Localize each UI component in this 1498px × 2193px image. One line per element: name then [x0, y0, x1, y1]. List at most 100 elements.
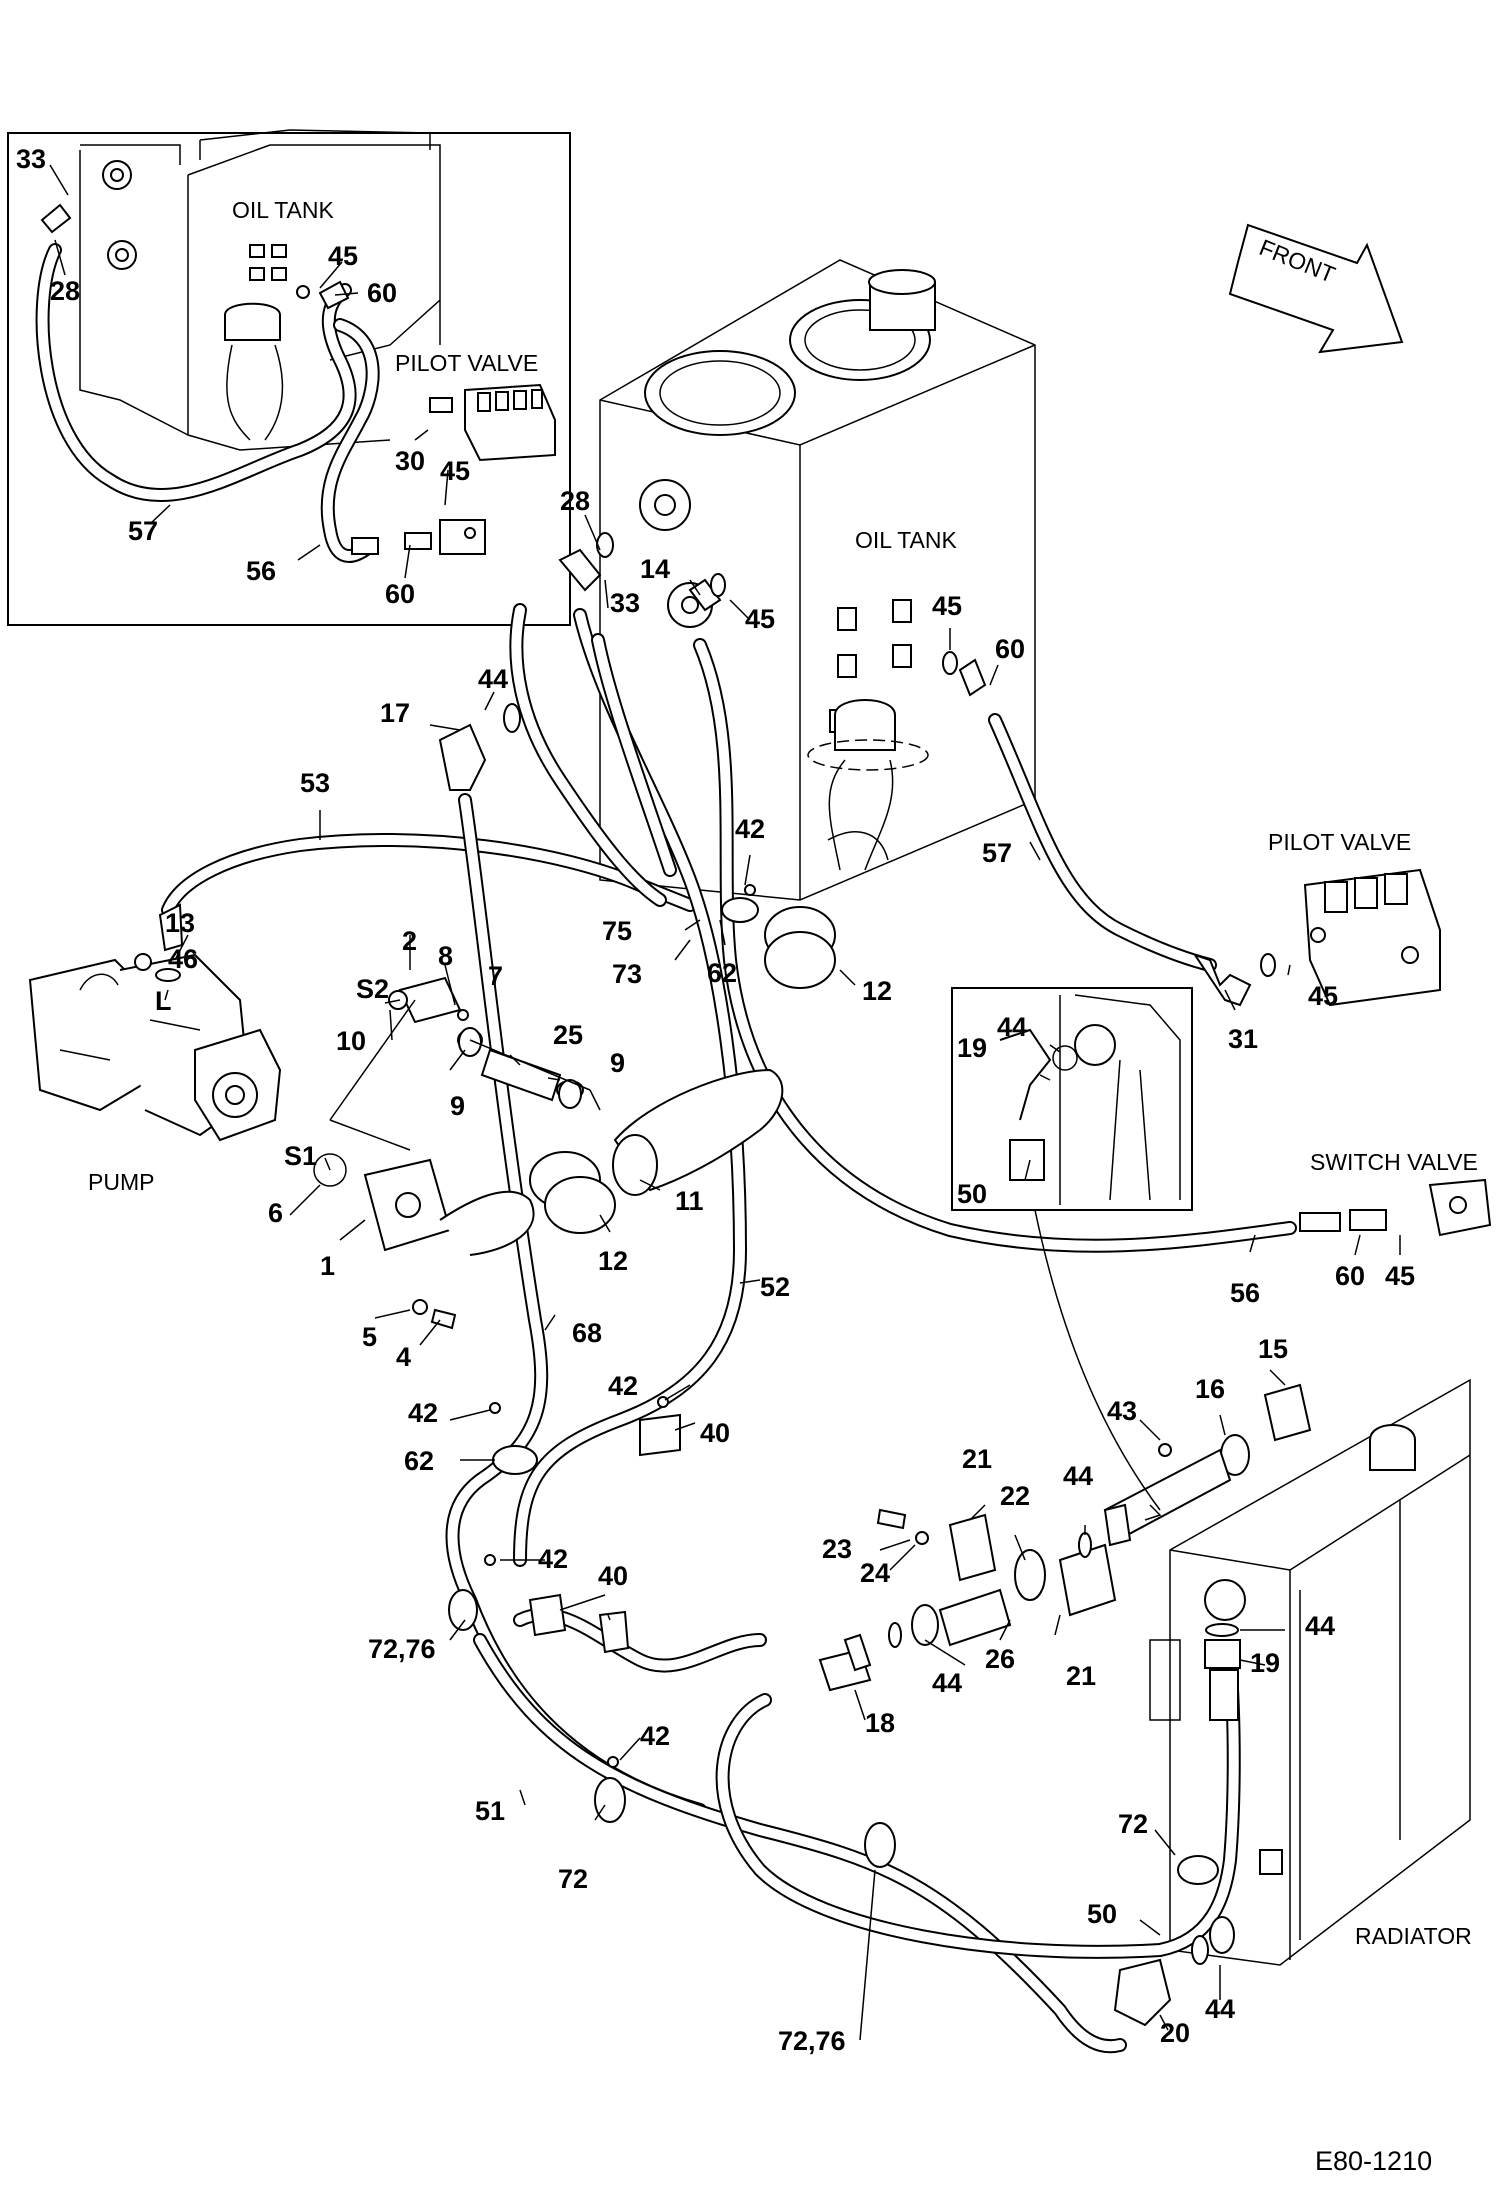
- callout: 60: [1335, 1261, 1365, 1291]
- callout: 42: [608, 1371, 638, 1401]
- caption-pilot-valve: PILOT VALVE: [1268, 829, 1411, 855]
- callout: 11: [675, 1186, 704, 1216]
- callout: S1: [284, 1141, 317, 1171]
- hoses: [161, 603, 1297, 2054]
- callout: 19: [957, 1033, 987, 1063]
- callout: 14: [640, 554, 670, 584]
- callout: 18: [865, 1708, 895, 1738]
- front-direction-arrow: FRONT: [1228, 223, 1404, 354]
- switch-valve-drawing: [1299, 1178, 1492, 1237]
- caption-pump: PUMP: [88, 1169, 154, 1195]
- callout: 16: [1195, 1374, 1225, 1404]
- caption-pilot-valve-inset: PILOT VALVE: [395, 350, 538, 376]
- callout: 6: [268, 1198, 283, 1228]
- callout: 42: [735, 814, 765, 844]
- callout: L: [155, 986, 172, 1016]
- callout: 9: [450, 1091, 465, 1121]
- callout: 72: [1118, 1809, 1148, 1839]
- callout: 60: [367, 278, 397, 308]
- callout: 72,76: [778, 2026, 846, 2056]
- callout: 19: [1250, 1648, 1280, 1678]
- callout: 45: [328, 241, 358, 271]
- callout: 53: [300, 768, 330, 798]
- caption-switch-valve: SWITCH VALVE: [1310, 1149, 1478, 1175]
- callout: 12: [862, 976, 892, 1006]
- fittings: [155, 532, 1312, 2027]
- callout: 21: [1066, 1661, 1096, 1691]
- callout: 22: [1000, 1481, 1030, 1511]
- callout: 25: [553, 1020, 583, 1050]
- callout: 21: [962, 1444, 992, 1474]
- callout: 57: [128, 516, 158, 546]
- callout: 60: [385, 579, 415, 609]
- callout: 33: [610, 588, 640, 618]
- callout: 72,76: [368, 1634, 436, 1664]
- callout: 26: [985, 1644, 1015, 1674]
- callout: 24: [860, 1558, 890, 1588]
- callout: 56: [1230, 1278, 1260, 1308]
- callout: 44: [997, 1012, 1027, 1042]
- callout: 10: [336, 1026, 366, 1056]
- callout: 50: [1087, 1899, 1117, 1929]
- callout: 45: [745, 604, 775, 634]
- inset-oil-tank-pilot-valve: [7, 129, 571, 626]
- callout: 42: [640, 1721, 670, 1751]
- callout: 62: [707, 958, 737, 988]
- callout: 45: [932, 591, 962, 621]
- drawing-code: E80-1210: [1315, 2146, 1432, 2176]
- caption-oil-tank-inset: OIL TANK: [232, 197, 334, 223]
- callout: 28: [50, 276, 80, 306]
- callout: 31: [1228, 1024, 1258, 1054]
- callout: 44: [478, 664, 508, 694]
- leader-lines: [49, 164, 1401, 2041]
- pilot-valve-drawing: [1303, 868, 1441, 1007]
- inset-fitting-19-50: [951, 987, 1193, 1211]
- callout: 72: [558, 1864, 588, 1894]
- callout: 42: [538, 1544, 568, 1574]
- callout: 68: [572, 1318, 602, 1348]
- callout: 56: [246, 556, 276, 586]
- callout: 50: [957, 1179, 987, 1209]
- callout: 52: [760, 1272, 790, 1302]
- callout: 43: [1107, 1396, 1137, 1426]
- callout: 44: [1305, 1611, 1335, 1641]
- callout: 30: [395, 446, 425, 476]
- callout: 9: [610, 1048, 625, 1078]
- callout: 44: [932, 1668, 962, 1698]
- callout-labels: 33 28 45 60 30 45 57 56 60 28 14 33 45 4…: [16, 144, 1415, 2056]
- callout: 13: [165, 908, 195, 938]
- caption-oil-tank: OIL TANK: [855, 527, 957, 553]
- callout: 57: [982, 838, 1012, 868]
- caption-radiator: RADIATOR: [1355, 1923, 1472, 1949]
- pump-drawing: [28, 953, 282, 1142]
- callout: 42: [408, 1398, 438, 1428]
- callout: 44: [1063, 1461, 1093, 1491]
- callout: 60: [995, 634, 1025, 664]
- callout: 40: [700, 1418, 730, 1448]
- callout: 46: [168, 944, 198, 974]
- callout: 15: [1258, 1334, 1288, 1364]
- callout: S2: [356, 974, 389, 1004]
- callout: 2: [402, 926, 417, 956]
- callout: 45: [440, 456, 470, 486]
- callout: 7: [488, 961, 503, 991]
- callout: 20: [1160, 2018, 1190, 2048]
- callout: 44: [1205, 1994, 1235, 2024]
- callout: 5: [362, 1322, 377, 1352]
- callout: 17: [380, 698, 410, 728]
- callout: 1: [320, 1251, 335, 1281]
- callout: 33: [16, 144, 46, 174]
- callout: 75: [602, 916, 632, 946]
- callout: 45: [1308, 981, 1338, 1011]
- radiator-drawing: [1149, 1378, 1471, 1966]
- callout: 40: [598, 1561, 628, 1591]
- callout: 45: [1385, 1261, 1415, 1291]
- captions: OIL TANK PILOT VALVE OIL TANK PILOT VALV…: [88, 197, 1478, 2176]
- callout: 8: [438, 941, 453, 971]
- callout: 23: [822, 1534, 852, 1564]
- callout: 73: [612, 959, 642, 989]
- oil-tank-drawing: [599, 259, 1036, 901]
- callout: 12: [598, 1246, 628, 1276]
